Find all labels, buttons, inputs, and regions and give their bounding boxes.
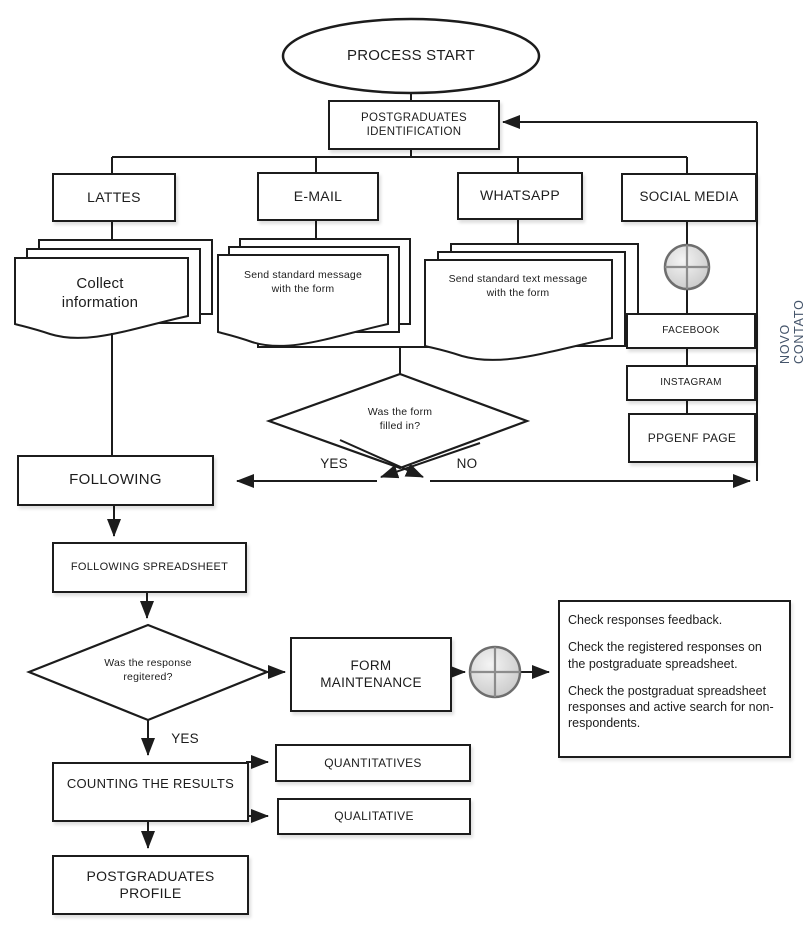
form-filled-diamond (265, 372, 531, 470)
novo-contato-label: NOVO CONTATO (778, 256, 806, 364)
postgraduates-profile-box: POSTGRADUATES PROFILE (52, 855, 249, 915)
response-registered-question-text: Was the response regitered? (104, 657, 192, 683)
collect-information-text: Collect information (61, 274, 139, 312)
check-note-2: Check the registered responses on the po… (568, 640, 762, 671)
qualitative-label: QUALITATIVE (334, 809, 414, 823)
send-standard-message-text: Send standard message with the form (243, 269, 363, 295)
process-start-text: PROCESS START (347, 47, 475, 65)
form-maintenance-box: FORM MAINTENANCE (290, 637, 452, 712)
email-document (217, 238, 411, 347)
arrow-connectors (107, 115, 757, 849)
connector-lines (111, 93, 758, 481)
no-branch-label: NO (449, 454, 485, 474)
instagram-label: INSTAGRAM (660, 376, 722, 388)
following-spreadsheet-label: FOLLOWING SPREADSHEET (70, 560, 229, 573)
postgraduates-identification-box: POSTGRADUATES IDENTIFICATION (328, 100, 500, 150)
form-maintenance-label: FORM MAINTENANCE (320, 657, 422, 690)
process-start-label: PROCESS START (283, 19, 539, 93)
no-branch-text: NO (456, 456, 478, 472)
form-filled-question-text: Was the form filled in? (367, 406, 433, 432)
ppgenf-page-label: PPGENF PAGE (647, 430, 737, 445)
social-media-plus-junction-icon (663, 243, 711, 291)
counting-results-box: COUNTING THE RESULTS (52, 762, 249, 822)
yes-branch2-label: YES (163, 729, 207, 749)
facebook-label: FACEBOOK (662, 324, 720, 336)
form-filled-question-label: Was the form filled in? (330, 398, 470, 442)
whatsapp-box: WHATSAPP (457, 172, 583, 220)
send-standard-text-label: Send standard text message with the form (437, 266, 599, 308)
quantitatives-label: QUANTITATIVES (324, 755, 422, 770)
postgraduates-identification-label: POSTGRADUATES IDENTIFICATION (361, 111, 467, 138)
yes-branch-text: YES (320, 456, 348, 472)
lattes-label: LATTES (87, 188, 141, 205)
yes-branch2-text: YES (171, 731, 199, 747)
email-label: E-MAIL (293, 187, 343, 204)
whatsapp-document (424, 243, 639, 361)
qualitative-box: QUALITATIVE (277, 798, 471, 835)
collect-information-label: Collect information (25, 262, 175, 324)
check-notes-box: Check responses feedback. Check the regi… (558, 600, 791, 758)
following-box: FOLLOWING (17, 455, 214, 506)
facebook-box: FACEBOOK (626, 313, 756, 349)
yes-branch-label: YES (313, 454, 355, 474)
check-note-3: Check the postgraduat spreadsheet respon… (568, 683, 774, 731)
postgraduates-profile-label: POSTGRADUATES PROFILE (86, 867, 215, 902)
novo-contato-text: NOVO CONTATO (778, 299, 806, 364)
quantitatives-box: QUANTITATIVES (275, 744, 471, 782)
email-box: E-MAIL (257, 172, 379, 221)
following-label: FOLLOWING (69, 471, 162, 489)
lattes-box: LATTES (52, 173, 176, 222)
instagram-box: INSTAGRAM (626, 365, 756, 401)
social-media-box: SOCIAL MEDIA (621, 173, 757, 222)
counting-results-label: COUNTING THE RESULTS (66, 776, 235, 791)
check-note-1: Check responses feedback. (568, 613, 723, 627)
whatsapp-label: WHATSAPP (480, 187, 560, 204)
maintenance-plus-junction-icon (468, 645, 522, 699)
send-standard-text-text: Send standard text message with the form (448, 273, 588, 299)
collect-information-document (14, 239, 213, 339)
following-spreadsheet-box: FOLLOWING SPREADSHEET (52, 542, 247, 593)
social-media-label: SOCIAL MEDIA (639, 189, 739, 205)
ppgenf-page-box: PPGENF PAGE (628, 413, 756, 463)
process-start-ellipse (281, 17, 541, 95)
send-standard-message-label: Send standard message with the form (228, 262, 378, 304)
response-registered-question-label: Was the response regitered? (78, 648, 218, 694)
